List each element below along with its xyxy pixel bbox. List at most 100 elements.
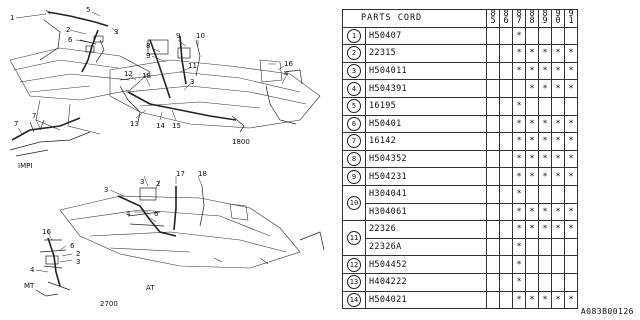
ref-number: 10 <box>347 196 361 211</box>
year-applicability-cell <box>486 114 500 134</box>
svg-text:2: 2 <box>156 180 160 188</box>
year-applicability-cell: * <box>525 149 539 169</box>
year-applicability-cell: * <box>551 114 565 134</box>
year-applicability-cell <box>564 237 578 257</box>
year-applicability-cell <box>564 255 578 274</box>
part-number: H504231 <box>365 167 487 186</box>
year-applicability-cell: * <box>512 237 526 257</box>
part-number: H504352 <box>365 149 487 169</box>
svg-text:3: 3 <box>104 186 108 194</box>
year-applicability-cell <box>564 26 578 46</box>
year-applicability-cell <box>499 132 513 151</box>
year-applicability-cell <box>525 255 539 274</box>
part-number: H50401 <box>365 114 487 134</box>
year-applicability-cell: * <box>525 61 539 81</box>
year-applicability-cell <box>551 272 565 292</box>
svg-text:16: 16 <box>284 60 293 68</box>
svg-text:3: 3 <box>190 78 194 86</box>
svg-text:6: 6 <box>68 36 73 44</box>
svg-text:9: 9 <box>146 52 150 60</box>
ref-number-cell: 14 <box>342 290 366 310</box>
svg-text:12: 12 <box>124 70 133 78</box>
svg-text:3: 3 <box>140 178 144 186</box>
part-number: H304061 <box>365 202 487 222</box>
ref-number: 14 <box>347 292 361 307</box>
year-applicability-cell <box>499 61 513 81</box>
ref-number: 3 <box>347 64 361 79</box>
year-applicability-cell <box>499 114 513 134</box>
year-applicability-cell <box>486 202 500 222</box>
year-applicability-cell: * <box>564 44 578 63</box>
svg-text:13: 13 <box>130 120 139 128</box>
year-applicability-cell: * <box>551 44 565 63</box>
year-applicability-cell <box>551 237 565 257</box>
ref-number-cell: 9 <box>342 167 366 186</box>
ref-number: 2 <box>347 46 361 61</box>
ref-number: 13 <box>347 275 361 290</box>
year-applicability-cell <box>499 272 513 292</box>
label-2700: 2700 <box>100 300 118 308</box>
svg-text:14: 14 <box>156 122 165 130</box>
year-applicability-cell: * <box>512 114 526 134</box>
ref-number-cell: 1 <box>342 26 366 46</box>
year-applicability-cell: * <box>538 220 552 239</box>
year-applicability-cell <box>538 26 552 46</box>
label-mt: MT <box>24 282 35 290</box>
part-number: H404222 <box>365 272 487 292</box>
ref-number: 9 <box>347 169 361 184</box>
year-applicability-cell: * <box>512 184 526 204</box>
svg-text:9: 9 <box>176 32 180 40</box>
ref-number-cell: 5 <box>342 96 366 116</box>
year-applicability-cell: * <box>538 114 552 134</box>
year-applicability-cell <box>486 61 500 81</box>
label-impi: IMPI <box>18 162 32 170</box>
svg-text:3: 3 <box>114 28 118 36</box>
year-applicability-cell <box>486 290 500 310</box>
part-number: H504021 <box>365 290 487 310</box>
year-applicability-cell: * <box>538 132 552 151</box>
year-applicability-cell: * <box>525 290 539 310</box>
part-number: H504452 <box>365 255 487 274</box>
year-applicability-cell <box>499 184 513 204</box>
label-1800: 1800 <box>232 138 250 146</box>
svg-text:4: 4 <box>126 210 131 218</box>
year-applicability-cell <box>525 272 539 292</box>
ref-number-cell: 8 <box>342 149 366 169</box>
year-applicability-cell: * <box>512 132 526 151</box>
part-number: H504391 <box>365 79 487 98</box>
year-applicability-cell <box>551 26 565 46</box>
year-applicability-cell <box>499 96 513 116</box>
year-applicability-cell: * <box>551 202 565 222</box>
year-applicability-cell: * <box>564 149 578 169</box>
ref-number: 7 <box>347 134 361 149</box>
svg-text:18: 18 <box>142 72 151 80</box>
svg-text:16: 16 <box>42 228 51 236</box>
part-number: 22315 <box>365 44 487 63</box>
year-applicability-cell <box>499 255 513 274</box>
ref-number-cell: 2 <box>342 44 366 63</box>
fuel-rail-assembly <box>109 35 321 133</box>
year-applicability-cell: * <box>564 202 578 222</box>
year-applicability-cell: * <box>512 272 526 292</box>
year-applicability-cell: * <box>564 167 578 186</box>
year-applicability-cell <box>499 79 513 98</box>
catalog-code: A083B00126 <box>580 307 634 316</box>
year-applicability-cell <box>486 149 500 169</box>
year-applicability-cell <box>564 184 578 204</box>
year-applicability-cell: * <box>551 79 565 98</box>
year-applicability-cell <box>486 184 500 204</box>
year-applicability-cell: * <box>525 44 539 63</box>
svg-text:3: 3 <box>76 258 80 266</box>
ref-number: 11 <box>347 231 361 246</box>
year-applicability-cell: * <box>525 79 539 98</box>
year-applicability-cell: * <box>525 167 539 186</box>
year-applicability-cell <box>486 26 500 46</box>
